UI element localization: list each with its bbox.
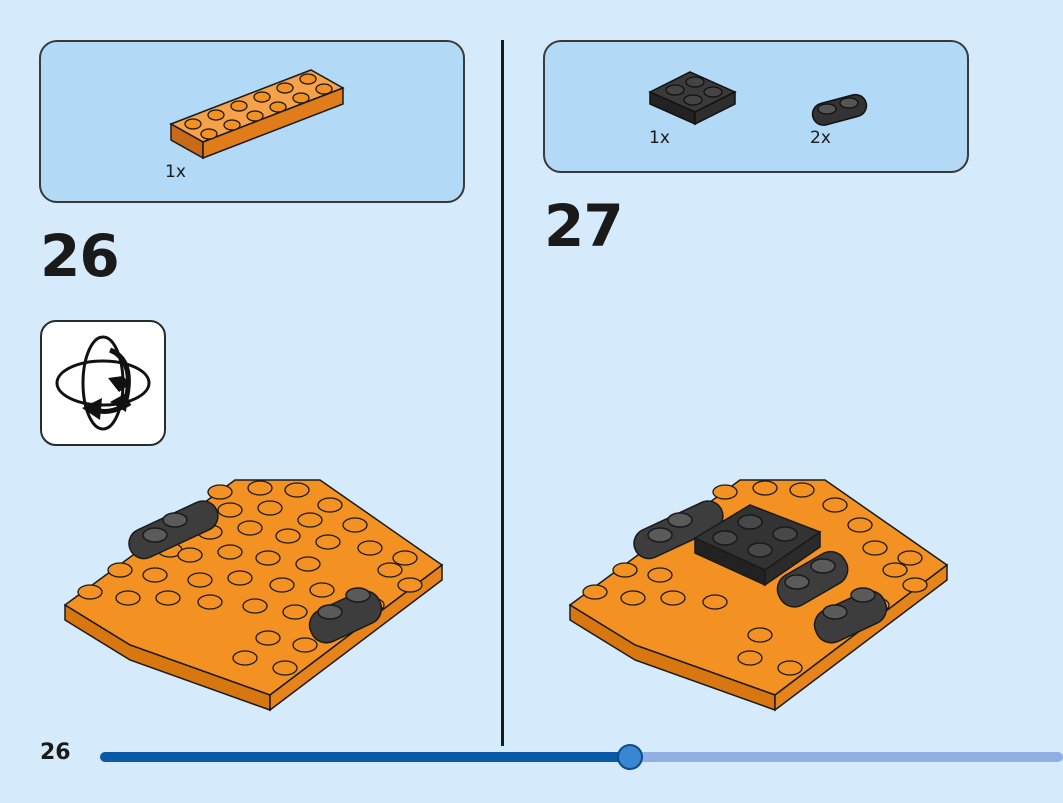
progress-knob xyxy=(616,744,643,770)
page-number: 26 xyxy=(40,740,71,765)
step-number-27: 27 xyxy=(544,192,624,260)
rotate-model-callout xyxy=(40,320,166,446)
step-26-parts-callout: 1x xyxy=(39,40,465,203)
rotate-model-icon xyxy=(55,335,151,431)
part-quantity: 1x xyxy=(165,162,186,182)
step-divider xyxy=(501,40,504,746)
step-27-model xyxy=(568,479,949,712)
progress-bar xyxy=(100,744,1063,770)
black-plate-1x2-rounded-icon xyxy=(811,93,868,126)
step-27-parts-callout: 1x 2x xyxy=(543,40,969,173)
step-number-26: 26 xyxy=(40,222,120,290)
orange-plate-2x6-icon xyxy=(169,69,345,160)
part-quantity: 2x xyxy=(810,128,831,148)
progress-fill xyxy=(100,752,630,762)
step-26-model xyxy=(63,479,444,712)
black-plate-2x2-round-corners-icon xyxy=(648,71,737,126)
part-quantity: 1x xyxy=(649,128,670,148)
